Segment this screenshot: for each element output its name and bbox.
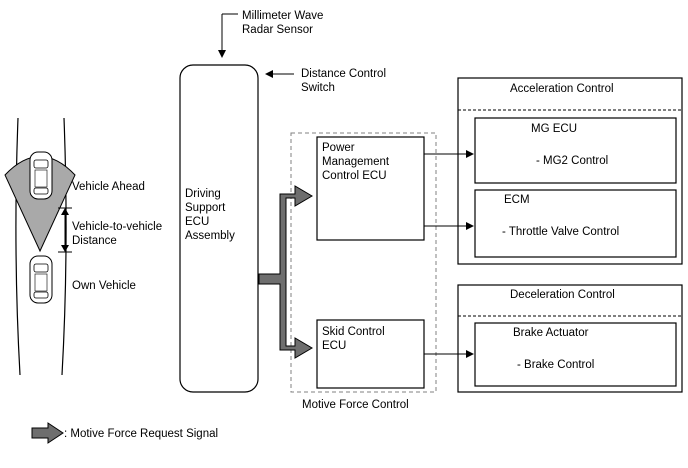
deceleration-control-label: Deceleration Control [510, 289, 615, 301]
power-mgmt-label-2: Management [322, 156, 390, 168]
brake-actuator-box: Brake Actuator - Brake Control [474, 322, 677, 387]
vehicle-ahead-car-icon [29, 151, 53, 200]
driving-support-label-2: Support [185, 202, 226, 214]
skid-control-label-1: Skid Control [322, 326, 385, 338]
distance-switch-input: Distance Control Switch [265, 68, 386, 94]
driving-support-label-1: Driving [185, 188, 221, 200]
distance-indicator [58, 207, 72, 253]
deceleration-control-group: Deceleration Control Brake Actuator - Br… [457, 284, 683, 393]
vehicle-scene: Vehicle Ahead Vehicle-to-vehicle Distanc… [4, 117, 162, 376]
own-vehicle-car-icon [29, 255, 53, 304]
acceleration-control-group: Acceleration Control MG ECU - MG2 Contro… [457, 77, 683, 265]
ecm-box: ECM - Throttle Valve Control [474, 189, 677, 258]
mg-ecu-label: MG ECU [531, 123, 577, 135]
skid-control-label-2: ECU [322, 340, 346, 352]
mmw-sensor-label-2: Radar Sensor [242, 24, 313, 36]
distance-switch-label-1: Distance Control [301, 68, 386, 80]
vehicle-distance-label-line1: Vehicle-to-vehicle [72, 221, 162, 233]
mg2-control-label: - MG2 Control [536, 155, 608, 167]
legend-arrow-icon [31, 422, 64, 444]
acceleration-control-label: Acceleration Control [510, 83, 614, 95]
driving-support-label-4: Assembly [185, 230, 235, 242]
legend: : Motive Force Request Signal [31, 422, 218, 444]
motive-force-control-label: Motive Force Control [302, 399, 409, 411]
own-vehicle-label: Own Vehicle [72, 280, 136, 292]
mmw-sensor-input: Millimeter Wave Radar Sensor [218, 10, 323, 58]
road-edge-left [15, 117, 21, 376]
brake-control-label: - Brake Control [517, 359, 594, 371]
vehicle-distance-label-line2: Distance [72, 235, 117, 247]
driving-support-label-3: ECU [185, 216, 209, 228]
brake-actuator-label: Brake Actuator [513, 327, 589, 339]
ecm-label: ECM [504, 194, 530, 206]
legend-label: : Motive Force Request Signal [64, 428, 218, 440]
power-mgmt-label-3: Control ECU [322, 170, 387, 182]
vehicle-ahead-label: Vehicle Ahead [72, 181, 145, 193]
motive-force-signal-arrow [258, 185, 313, 359]
driving-support-ecu: Driving Support ECU Assembly [179, 64, 259, 393]
power-management-ecu: Power Management Control ECU [316, 136, 425, 241]
skid-control-ecu: Skid Control ECU [316, 319, 425, 389]
motive-force-control-group [290, 132, 437, 393]
power-mgmt-label-1: Power [322, 142, 355, 154]
throttle-valve-label: - Throttle Valve Control [502, 226, 619, 238]
distance-switch-label-2: Switch [301, 82, 335, 94]
mmw-sensor-label-1: Millimeter Wave [242, 10, 323, 22]
mg-ecu-box: MG ECU - MG2 Control [474, 117, 677, 184]
